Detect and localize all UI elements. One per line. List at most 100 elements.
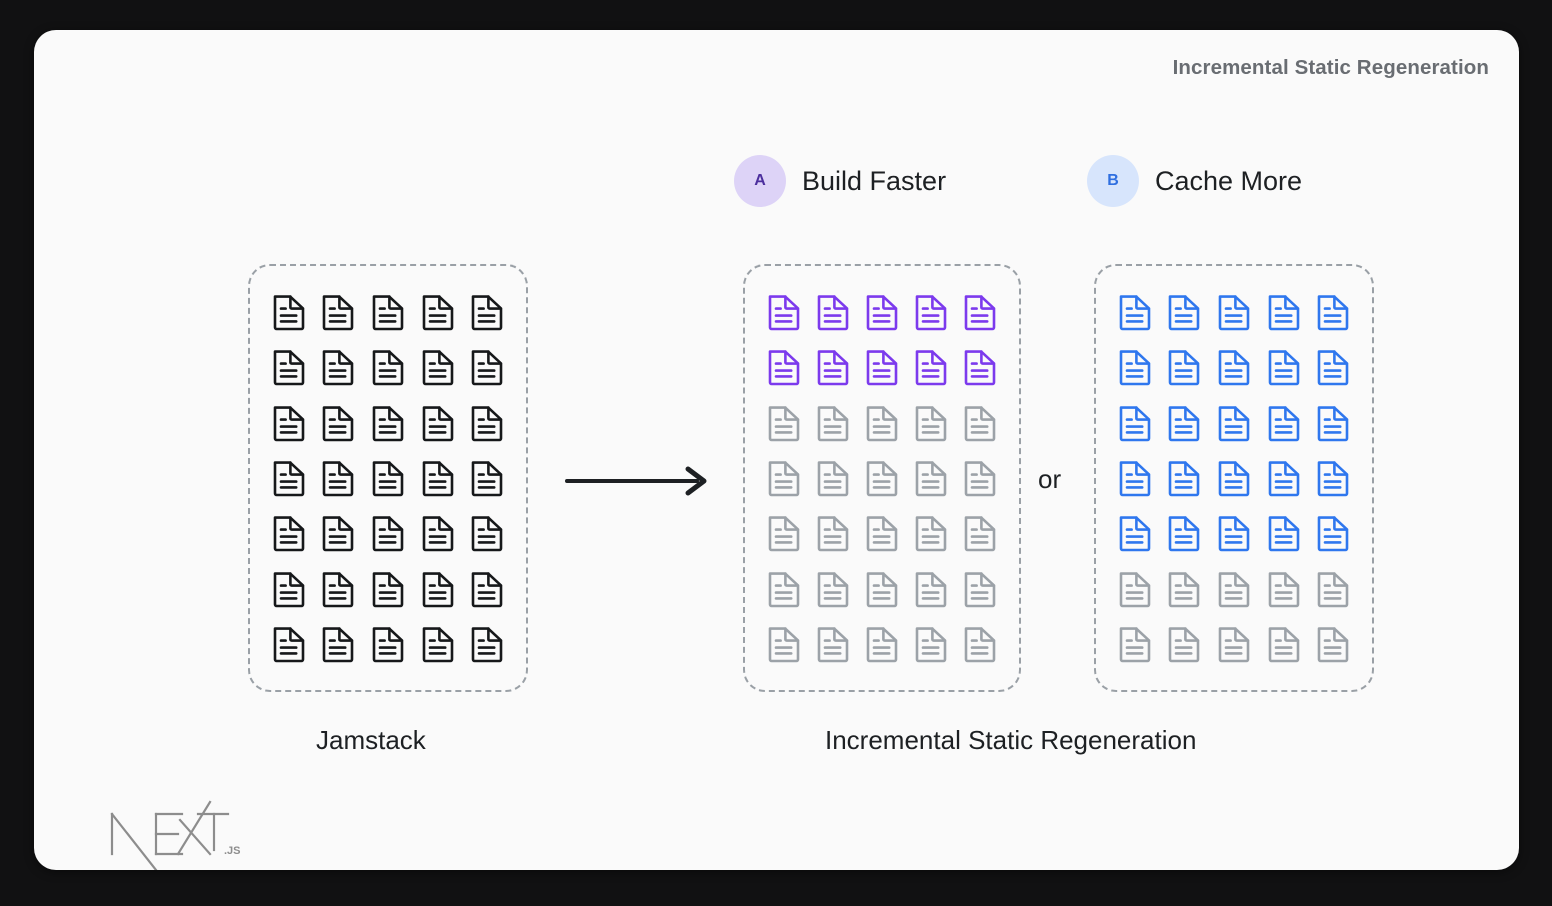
document-icon: [817, 572, 849, 608]
document-icon: [1218, 516, 1250, 552]
document-icon: [768, 627, 799, 663]
badge-a: A: [734, 155, 786, 207]
document-icon: [1169, 295, 1200, 331]
document-icon: [965, 405, 996, 441]
document-icon: [273, 405, 305, 441]
document-icon: [1317, 627, 1349, 663]
document-icon: [1268, 516, 1299, 552]
document-icon: [817, 350, 849, 386]
document-icon: [1268, 350, 1299, 386]
document-icon: [1268, 627, 1299, 663]
document-icon: [1317, 461, 1349, 497]
document-icon: [768, 350, 799, 386]
document-icon: [866, 516, 898, 552]
document-icon: [273, 295, 305, 331]
document-icon: [1119, 405, 1151, 441]
panel-build-faster: [743, 264, 1021, 692]
document-icon: [273, 461, 305, 497]
diagram-card: Incremental Static Regeneration A Build …: [34, 30, 1519, 870]
document-icon: [471, 461, 503, 497]
document-icon: [422, 572, 453, 608]
document-icon: [422, 295, 453, 331]
document-icon: [422, 461, 453, 497]
document-icon: [372, 405, 404, 441]
document-icon: [1119, 461, 1151, 497]
document-icon: [1169, 405, 1200, 441]
badge-b: B: [1087, 155, 1139, 207]
document-icon: [1119, 627, 1151, 663]
document-icon: [471, 295, 503, 331]
document-icon: [1268, 295, 1299, 331]
panel-jamstack: [248, 264, 528, 692]
document-icon: [817, 516, 849, 552]
document-icon: [1169, 350, 1200, 386]
document-icon: [1119, 572, 1151, 608]
document-icon: [273, 627, 305, 663]
document-icon: [1317, 516, 1349, 552]
document-icon: [915, 572, 947, 608]
document-icon: [1119, 295, 1151, 331]
document-icon: [817, 461, 849, 497]
document-icon: [768, 295, 799, 331]
document-icon: [1218, 350, 1250, 386]
document-icon: [1218, 295, 1250, 331]
document-icon: [965, 295, 996, 331]
document-icon: [323, 405, 354, 441]
document-icon: [372, 461, 404, 497]
document-icon: [273, 516, 305, 552]
document-icon: [1268, 572, 1299, 608]
document-icon: [965, 461, 996, 497]
document-icon: [372, 572, 404, 608]
document-icon: [817, 295, 849, 331]
option-build-faster[interactable]: A Build Faster: [734, 155, 946, 207]
document-icon: [1169, 461, 1200, 497]
document-icon: [422, 627, 453, 663]
document-icon: [866, 627, 898, 663]
document-icon: [323, 516, 354, 552]
document-icon: [965, 350, 996, 386]
document-icon: [915, 350, 947, 386]
document-icon: [915, 461, 947, 497]
document-icon: [1119, 516, 1151, 552]
document-icon: [915, 627, 947, 663]
document-icon: [1218, 405, 1250, 441]
document-icon: [1317, 572, 1349, 608]
logo-suffix: .JS: [224, 845, 241, 857]
option-label-build-faster: Build Faster: [802, 165, 947, 196]
document-icon: [1218, 572, 1250, 608]
document-icon: [323, 627, 354, 663]
document-icon: [471, 350, 503, 386]
document-icon: [768, 572, 799, 608]
document-icon: [372, 627, 404, 663]
document-icon: [471, 572, 503, 608]
document-icon: [273, 572, 305, 608]
panel-cache-more: [1094, 264, 1374, 692]
document-icon: [1218, 627, 1250, 663]
document-icon: [866, 572, 898, 608]
document-icon: [1169, 627, 1200, 663]
document-icon: [323, 461, 354, 497]
document-icon: [866, 350, 898, 386]
document-icon: [965, 516, 996, 552]
nextjs-logo: .JS: [110, 800, 241, 870]
document-icon: [323, 295, 354, 331]
document-icon: [965, 572, 996, 608]
document-icon: [323, 572, 354, 608]
option-cache-more[interactable]: B Cache More: [1087, 155, 1302, 207]
or-label: or: [1038, 464, 1062, 494]
document-icon: [372, 516, 404, 552]
document-icon: [471, 516, 503, 552]
document-icon: [422, 350, 453, 386]
document-icon: [471, 405, 503, 441]
document-icon: [1317, 405, 1349, 441]
option-label-cache-more: Cache More: [1155, 165, 1303, 196]
document-icon: [915, 295, 947, 331]
document-icon: [471, 627, 503, 663]
caption-jamstack: Jamstack: [316, 725, 426, 755]
document-icon: [273, 350, 305, 386]
document-icon: [965, 627, 996, 663]
document-icon: [422, 516, 453, 552]
document-icon: [1218, 461, 1250, 497]
document-icon: [915, 516, 947, 552]
